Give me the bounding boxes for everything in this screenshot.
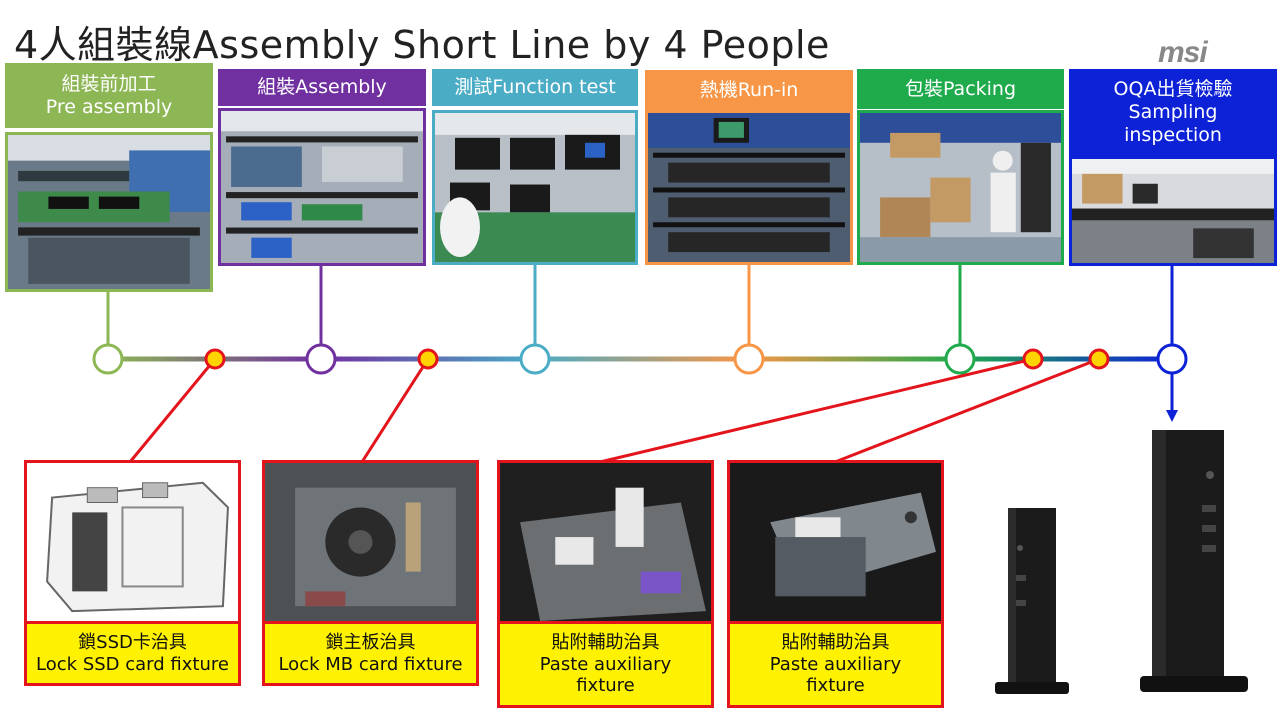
stage-label-oqa: OQA出貨檢驗 Sampling inspection xyxy=(1069,69,1277,156)
stage-name: 包裝Packing xyxy=(904,77,1017,100)
fixture-label-ssd: 鎖SSD卡治具 Lock SSD card fixture xyxy=(24,624,241,686)
fixture-zh: 貼附輔助治具 xyxy=(781,632,890,654)
node-pre-assembly xyxy=(92,343,124,375)
photo-assembly xyxy=(218,108,426,266)
fixture-en-1: Paste auxiliary xyxy=(539,653,672,675)
stage-en-1: Sampling xyxy=(1128,101,1218,124)
node-packing xyxy=(944,343,976,375)
stage-name: 熱機Run-in xyxy=(699,78,799,101)
stage-name: 測試Function test xyxy=(454,76,616,99)
stage-label-packing: 包裝Packing xyxy=(857,69,1064,109)
photo-packing xyxy=(857,110,1064,265)
stage-en: Pre assembly xyxy=(45,95,173,118)
fixture-node-mb xyxy=(417,348,439,370)
node-assembly xyxy=(305,343,337,375)
stage-zh: OQA出貨檢驗 xyxy=(1113,78,1233,101)
stage-label-assembly: 組裝Assembly xyxy=(218,69,426,106)
fixture-photo-mb xyxy=(262,460,479,624)
fixture-node-ssd xyxy=(204,348,226,370)
msi-logo: msi xyxy=(1158,36,1208,69)
product-large-tower xyxy=(1140,430,1248,692)
stage-en-2: inspection xyxy=(1124,123,1222,146)
stage-name: 組裝Assembly xyxy=(257,76,387,99)
fixture-photo-ssd xyxy=(24,460,241,624)
stage-zh: 組裝前加工 xyxy=(61,72,157,95)
fixture-photo-paste-2 xyxy=(727,460,944,624)
fixture-link-paste-2 xyxy=(834,357,1100,464)
page-title: 4人組裝線Assembly Short Line by 4 People xyxy=(14,23,830,67)
photo-run-in xyxy=(645,110,853,265)
node-function-test xyxy=(519,343,551,375)
fixture-node-paste-1 xyxy=(1022,348,1044,370)
fixture-label-paste-1: 貼附輔助治具 Paste auxiliary fixture xyxy=(497,624,714,708)
fixture-label-mb: 鎖主板治具 Lock MB card fixture xyxy=(262,624,479,686)
fixture-en: Lock SSD card fixture xyxy=(36,653,229,675)
fixture-zh: 鎖主板治具 xyxy=(325,631,416,653)
fixture-label-paste-2: 貼附輔助治具 Paste auxiliary fixture xyxy=(727,624,944,708)
fixture-link-paste-1 xyxy=(599,357,1034,464)
photo-pre-assembly xyxy=(5,132,213,292)
product-small-tower xyxy=(995,508,1069,694)
fixture-zh: 鎖SSD卡治具 xyxy=(78,631,187,653)
fixture-en-2: fixture xyxy=(576,675,635,697)
fixture-en: Lock MB card fixture xyxy=(278,653,463,675)
fixture-en-2: fixture xyxy=(806,675,865,697)
fixture-photo-paste-1 xyxy=(497,460,714,624)
photo-function-test xyxy=(432,110,638,265)
stage-label-function-test: 測試Function test xyxy=(432,69,638,106)
fixture-link-mb xyxy=(360,358,430,463)
stage-label-pre-assembly: 組裝前加工 Pre assembly xyxy=(5,63,213,128)
stage-label-run-in: 熱機Run-in xyxy=(645,70,853,110)
node-run-in xyxy=(733,343,765,375)
fixture-en-1: Paste auxiliary xyxy=(769,653,902,675)
fixture-node-paste-2 xyxy=(1088,348,1110,370)
node-oqa xyxy=(1156,343,1188,375)
photo-oqa xyxy=(1069,156,1277,266)
fixture-link-ssd xyxy=(128,358,217,463)
fixture-zh: 貼附輔助治具 xyxy=(551,632,660,654)
